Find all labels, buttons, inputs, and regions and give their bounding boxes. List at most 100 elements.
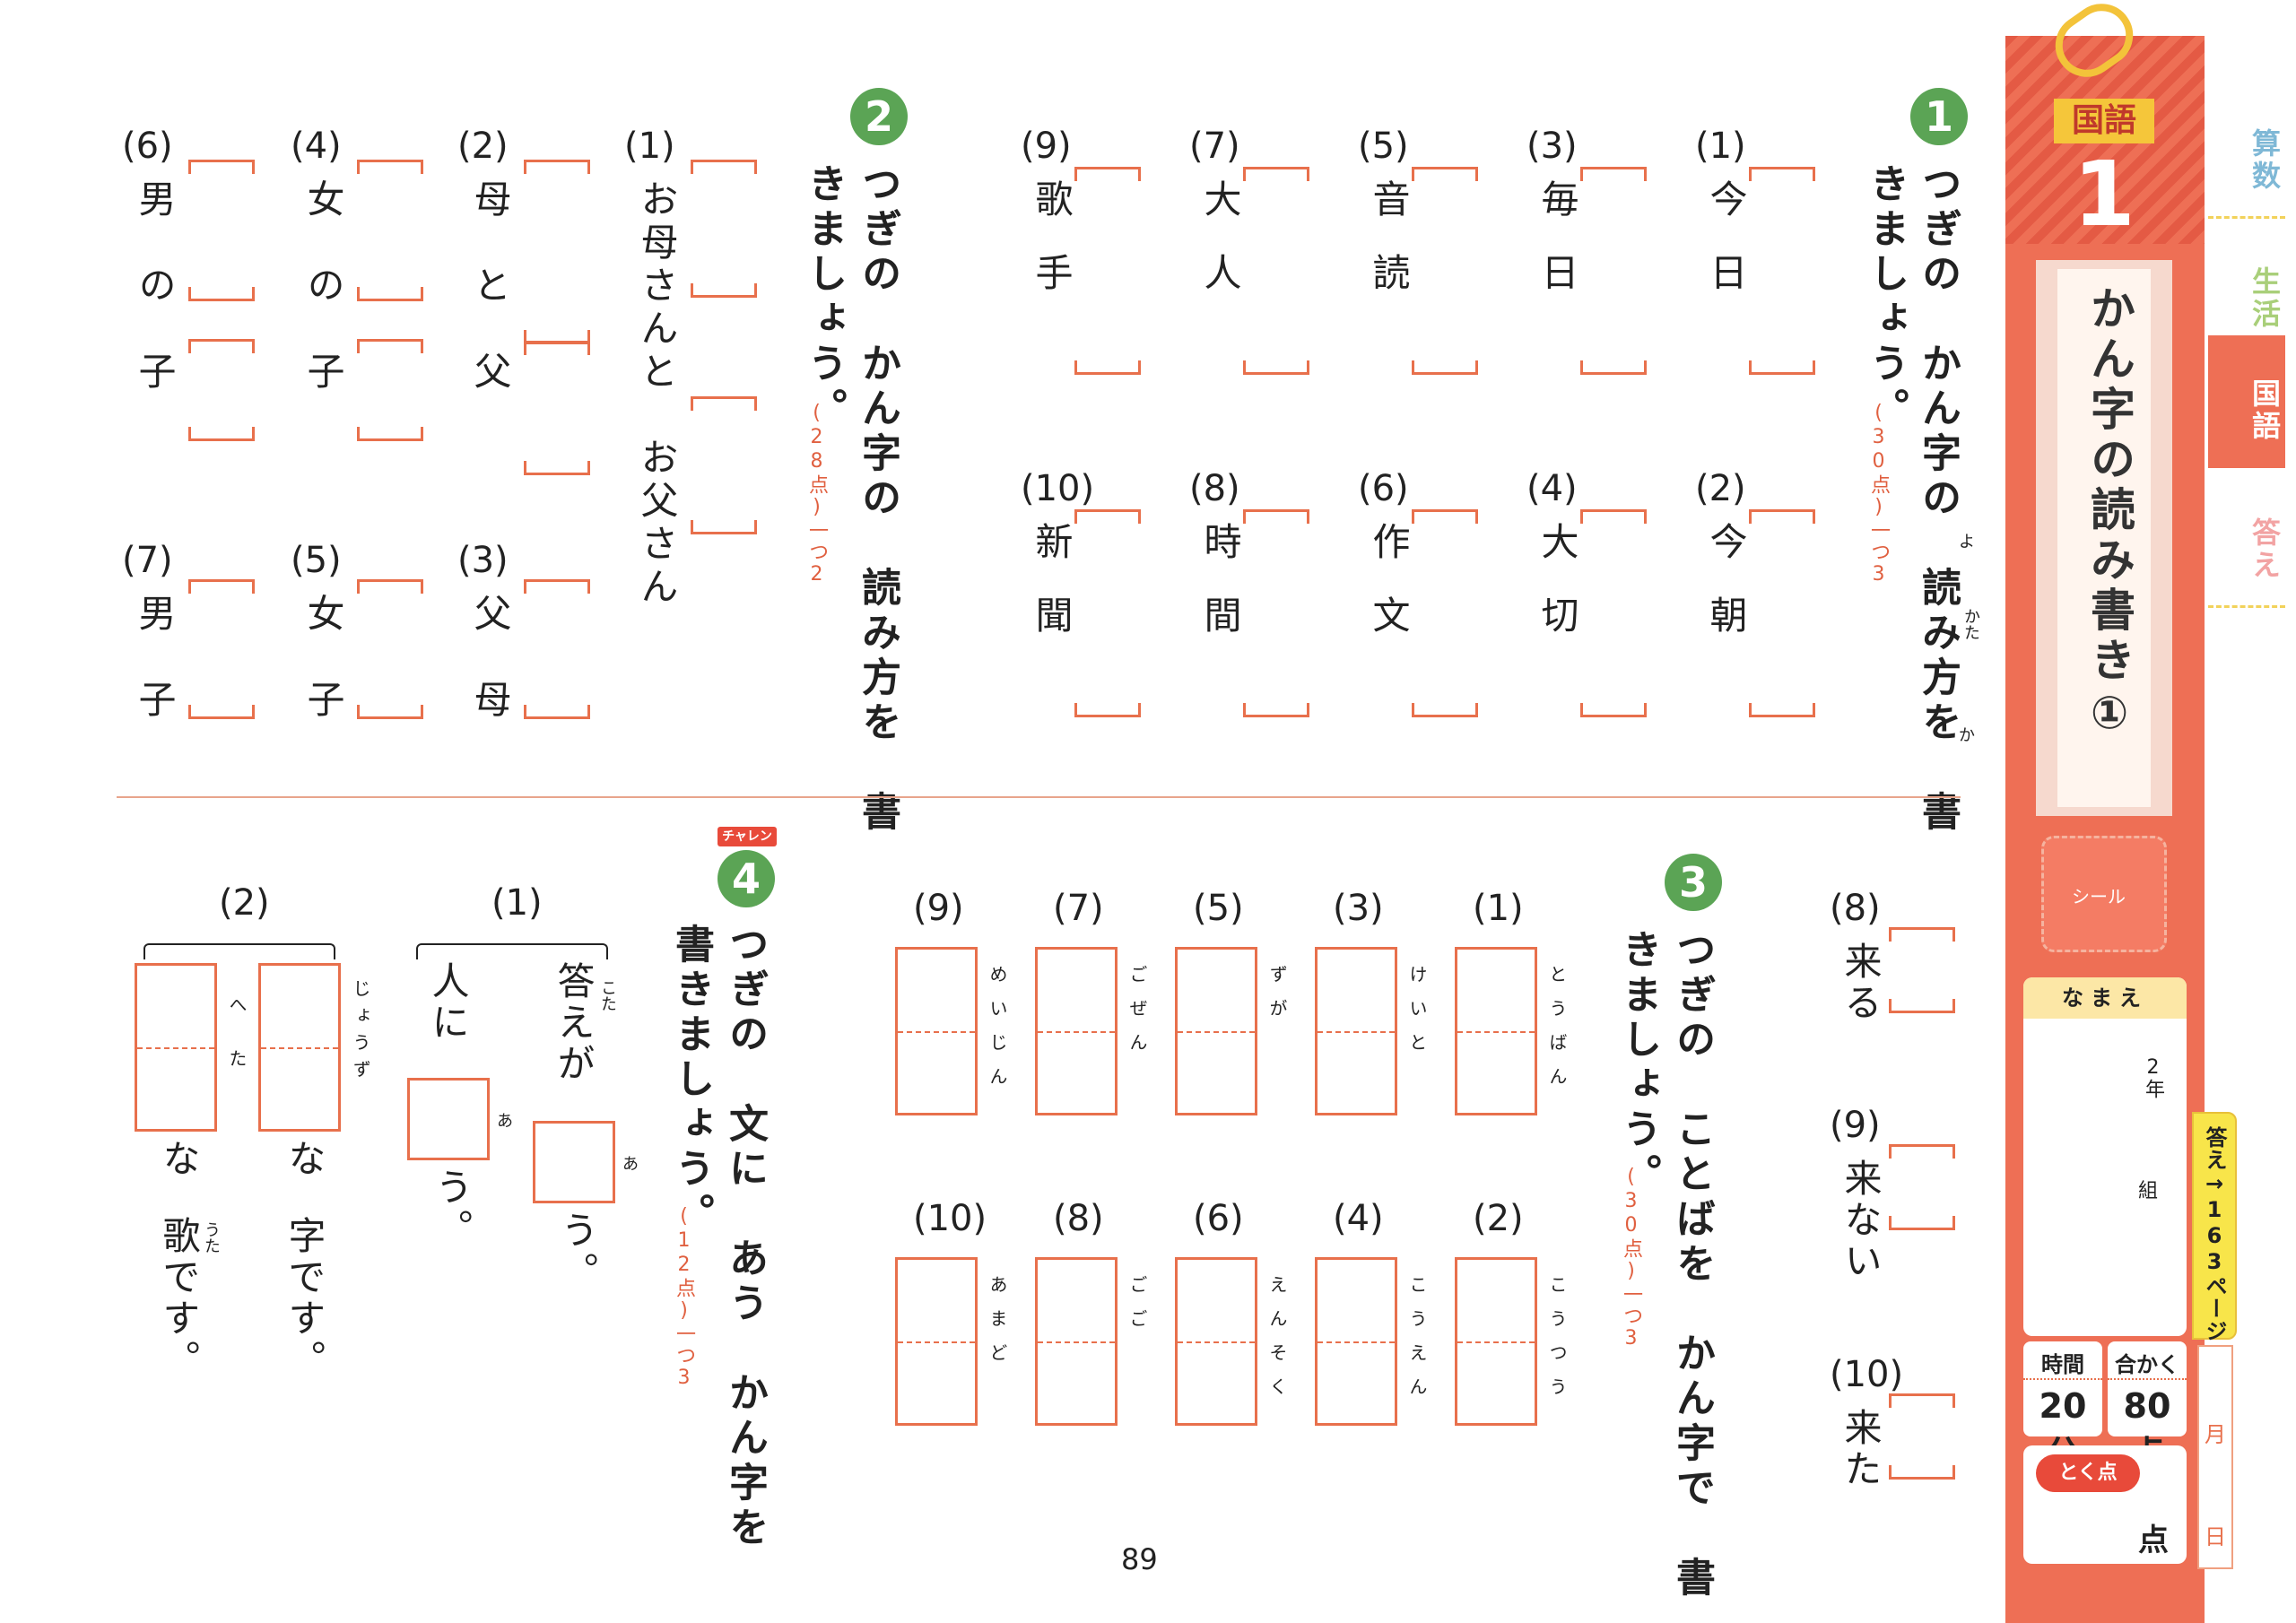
q3-cont-bracket-bottom[interactable] [1889,1465,1955,1480]
q3-item-furigana: ずが [1266,965,1288,1033]
q3-answer-box[interactable] [1035,1257,1118,1426]
q3-cont-bracket-top[interactable] [1889,1393,1955,1408]
date-strip [2197,1345,2233,1569]
q3-answer-box[interactable] [1455,947,1537,1115]
q1-answer-bracket-top[interactable] [1243,167,1309,181]
q3-answer-box[interactable] [1455,1257,1537,1426]
q1-item-word: 今朝 [1704,522,1748,669]
q4-item1-answer-box-a[interactable] [533,1121,615,1203]
q2-answer-bracket[interactable] [524,705,590,719]
q1-item-word: 大人 [1198,179,1242,326]
q1-answer-bracket-top[interactable] [1074,509,1141,524]
q2-instruction-line1: つぎの かん字の 読み方を 書 [855,163,900,836]
q3-item-number: (6) [1193,1198,1244,1239]
q3-answer-box[interactable] [1315,947,1397,1115]
q4-item2-number: (2) [219,882,270,924]
q4-item2-answer-box-b[interactable] [135,963,217,1132]
q2-answer-bracket[interactable] [357,579,423,594]
q1-answer-bracket-top[interactable] [1749,509,1815,524]
q3-answer-box[interactable] [895,1257,978,1426]
q3-cont-bracket-top[interactable] [1889,927,1955,942]
tab-answers[interactable]: 答え [2208,475,2285,608]
tab-japanese[interactable]: 国語 [2208,335,2285,468]
q3-cont-word: 来た [1839,1408,1883,1490]
q4-item1-line-a: 答えが [552,961,596,1085]
answer-reference[interactable] [2192,1112,2237,1340]
q1-answer-bracket-bottom[interactable] [1749,703,1815,717]
q2-item-phrase: 男 の 子 [133,179,177,395]
q2-answer-bracket[interactable] [691,520,757,534]
q2-answer-bracket[interactable] [691,396,757,411]
q2-answer-bracket[interactable] [691,160,757,174]
q3-cont-bracket-bottom[interactable] [1889,999,1955,1013]
q2-item-number: (4) [291,126,342,167]
q2-answer-bracket[interactable] [357,705,423,719]
q3-cont-bracket-bottom[interactable] [1889,1216,1955,1230]
q1-answer-bracket-bottom[interactable] [1412,703,1478,717]
q2-answer-bracket[interactable] [188,160,255,174]
q1-answer-bracket-top[interactable] [1412,167,1478,181]
q1-answer-bracket-top[interactable] [1074,167,1141,181]
q3-item-furigana: えんそく [1266,1275,1288,1411]
q3-answer-box[interactable] [1175,1257,1257,1426]
q1-answer-bracket-bottom[interactable] [1749,360,1815,375]
q1-answer-bracket-bottom[interactable] [1074,703,1141,717]
q3-cont-number: (9) [1830,1105,1881,1146]
box-midline [1457,1341,1535,1343]
q3-cont-bracket-top[interactable] [1889,1144,1955,1159]
q2-answer-bracket[interactable] [524,341,590,355]
q2-answer-bracket[interactable] [524,461,590,475]
q1-answer-bracket-bottom[interactable] [1412,360,1478,375]
q1-answer-bracket-top[interactable] [1580,167,1647,181]
q2-answer-bracket[interactable] [691,283,757,298]
q1-answer-bracket-top[interactable] [1243,509,1309,524]
box-midline [1318,1341,1395,1343]
q2-answer-bracket[interactable] [188,339,255,353]
q2-answer-bracket[interactable] [357,287,423,301]
q2-answer-bracket[interactable] [524,160,590,174]
q1-answer-bracket-top[interactable] [1749,167,1815,181]
month-label: 月 [2205,1422,2226,1447]
q3-answer-box[interactable] [1175,947,1257,1115]
q2-answer-bracket[interactable] [357,160,423,174]
q1-answer-bracket-top[interactable] [1580,509,1647,524]
q3-answer-box[interactable] [1035,947,1118,1115]
q1-instruction-line2: きましょう。 [1863,163,1909,432]
q2-answer-bracket[interactable] [357,427,423,441]
q2-answer-bracket[interactable] [188,705,255,719]
q1-item-number: (7) [1189,126,1240,167]
q2-answer-bracket[interactable] [357,339,423,353]
score-unit: 点 [2138,1523,2169,1558]
q4-item2-end-b: 歌です。 [157,1216,201,1381]
q1-answer-bracket-top[interactable] [1412,509,1478,524]
q4-item2-answer-box-a[interactable] [258,963,341,1132]
q1-answer-bracket-bottom[interactable] [1243,360,1309,375]
box-midline [1038,1031,1115,1033]
pass-box [2108,1341,2187,1436]
section-divider [117,796,1961,798]
q1-item-word: 音読 [1367,179,1411,326]
q3-item-furigana: こうつう [1546,1275,1568,1411]
q3-cont-word: 来る [1839,942,1883,1024]
q2-answer-bracket[interactable] [188,287,255,301]
box-midline [1318,1031,1395,1033]
q3-answer-box[interactable] [1315,1257,1397,1426]
q4-item2-furigana-a: じょうず [350,979,371,1087]
tab-life[interactable]: 生活 [2208,224,2285,357]
q1-answer-bracket-bottom[interactable] [1580,360,1647,375]
q3-answer-box[interactable] [895,947,978,1115]
q2-item-phrase: 母 と 父 [468,179,512,395]
q4-item1-answer-box-b[interactable] [407,1078,490,1160]
name-box[interactable] [2023,977,2187,1336]
unit-number: 1 [2073,142,2135,247]
q2-answer-bracket[interactable] [188,579,255,594]
q2-answer-bracket[interactable] [524,579,590,594]
box-midline [1178,1031,1255,1033]
q1-answer-bracket-bottom[interactable] [1074,360,1141,375]
q1-answer-bracket-bottom[interactable] [1580,703,1647,717]
q1-answer-bracket-bottom[interactable] [1243,703,1309,717]
box-midline [1038,1341,1115,1343]
q1-item-word: 作文 [1367,522,1411,669]
q2-answer-bracket[interactable] [188,427,255,441]
tab-math[interactable]: 算数 [2208,86,2285,219]
